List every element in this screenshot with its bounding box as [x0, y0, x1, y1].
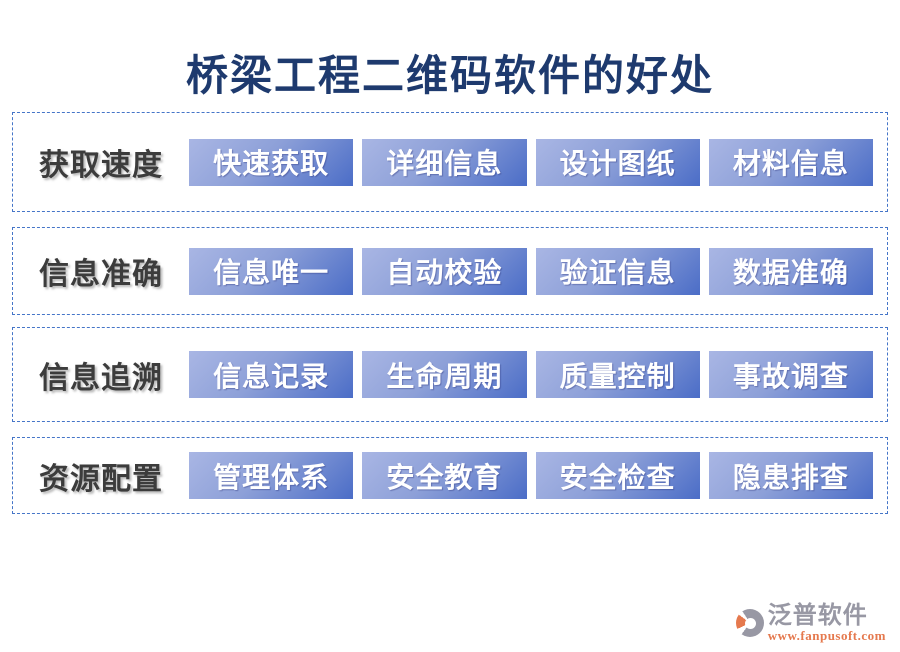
infographic-page: 桥梁工程二维码软件的好处 获取速度 快速获取 详细信息 设计图纸 材料信息 信息… [0, 52, 900, 652]
button-group: 信息记录 生命周期 质量控制 事故调查 [189, 351, 873, 398]
button-group: 快速获取 详细信息 设计图纸 材料信息 [189, 138, 873, 186]
benefit-button[interactable]: 管理体系 [189, 452, 354, 499]
benefit-button[interactable]: 验证信息 [535, 247, 700, 295]
benefit-button[interactable]: 设计图纸 [535, 138, 700, 186]
benefit-button[interactable]: 生命周期 [362, 351, 527, 398]
brand-text: 泛普软件 www.fanpusoft.com [768, 604, 886, 642]
benefit-row-info-traceability: 信息追溯 信息记录 生命周期 质量控制 事故调查 [12, 327, 888, 422]
row-label: 资源配置 [39, 462, 163, 496]
benefit-button[interactable]: 隐患排查 [708, 452, 873, 499]
fanpu-logo-icon [735, 609, 764, 637]
page-title: 桥梁工程二维码软件的好处 [185, 54, 714, 100]
benefit-row-resource-allocation: 资源配置 管理体系 安全教育 安全检查 隐患排查 [12, 437, 888, 514]
row-label: 获取速度 [39, 149, 163, 182]
benefit-button[interactable]: 信息唯一 [189, 247, 354, 295]
benefit-button[interactable]: 详细信息 [362, 138, 527, 186]
benefit-button[interactable]: 安全教育 [362, 452, 527, 499]
row-label: 信息追溯 [39, 361, 163, 395]
footer-brand: 泛普软件 www.fanpusoft.com [735, 604, 886, 642]
brand-name: 泛普软件 [767, 603, 868, 629]
benefit-button[interactable]: 事故调查 [708, 351, 873, 398]
button-group: 信息唯一 自动校验 验证信息 数据准确 [189, 247, 873, 295]
benefit-button[interactable]: 信息记录 [189, 351, 354, 398]
benefit-row-info-accuracy: 信息准确 信息唯一 自动校验 验证信息 数据准确 [12, 227, 888, 315]
benefit-button[interactable]: 快速获取 [189, 138, 354, 186]
benefit-button[interactable]: 安全检查 [535, 452, 700, 499]
row-label: 信息准确 [39, 258, 163, 291]
benefit-row-acquisition-speed: 获取速度 快速获取 详细信息 设计图纸 材料信息 [12, 112, 888, 212]
benefit-button[interactable]: 质量控制 [535, 351, 700, 398]
button-group: 管理体系 安全教育 安全检查 隐患排查 [189, 452, 873, 499]
brand-url: www.fanpusoft.com [767, 628, 886, 643]
benefit-button[interactable]: 数据准确 [708, 247, 873, 295]
benefit-button[interactable]: 自动校验 [362, 247, 527, 295]
benefit-button[interactable]: 材料信息 [708, 138, 873, 186]
